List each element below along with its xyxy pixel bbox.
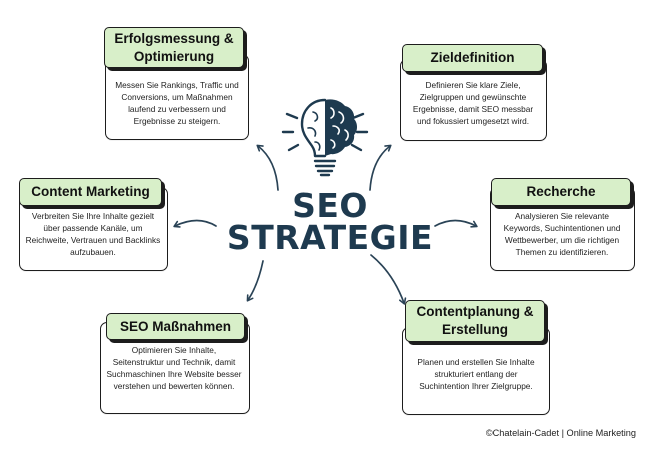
arrow-to-erfolgsmessung xyxy=(256,144,279,191)
card-erfolgsmessung xyxy=(105,54,249,140)
arrow-to-seo-massnahmen xyxy=(246,260,264,302)
card-seo-massnahmen-title: SEO Maßnahmen xyxy=(106,313,245,340)
card-zieldefinition-text: Definieren Sie klare Ziele, Zielgruppen … xyxy=(412,80,534,127)
card-recherche-title: Recherche xyxy=(491,178,631,206)
card-erfolgsmessung-text: Messen Sie Rankings, Traffic und Convers… xyxy=(115,80,239,127)
arrow-to-recherche xyxy=(434,219,478,228)
credit-text: ©Chatelain-Cadet | Online Marketing xyxy=(485,428,636,438)
card-content-marketing-text: Verbreiten Sie Ihre Inhalte gezielt über… xyxy=(25,211,161,258)
arrow-to-contentplanung xyxy=(370,254,407,305)
card-content-marketing-title: Content Marketing xyxy=(19,178,162,206)
brain-lightbulb-icon xyxy=(281,98,369,177)
center-title-line2: STRATEGIE xyxy=(226,218,434,257)
arrow-to-content-marketing xyxy=(173,219,217,228)
card-contentplanung-title: Contentplanung & Erstellung xyxy=(405,300,545,342)
card-erfolgsmessung-title: Erfolgsmessung & Optimierung xyxy=(104,27,244,68)
card-contentplanung-text: Planen und erstellen Sie Inhalte struktu… xyxy=(417,357,535,392)
arrow-to-zieldefinition xyxy=(369,144,392,191)
card-zieldefinition-title: Zieldefinition xyxy=(402,44,543,72)
card-seo-massnahmen-text: Optimieren Sie Inhalte, Seitenstruktur u… xyxy=(106,345,242,392)
card-recherche-text: Analysieren Sie relevante Keywords, Such… xyxy=(503,211,621,258)
center-title-line1: SEO xyxy=(292,186,368,225)
